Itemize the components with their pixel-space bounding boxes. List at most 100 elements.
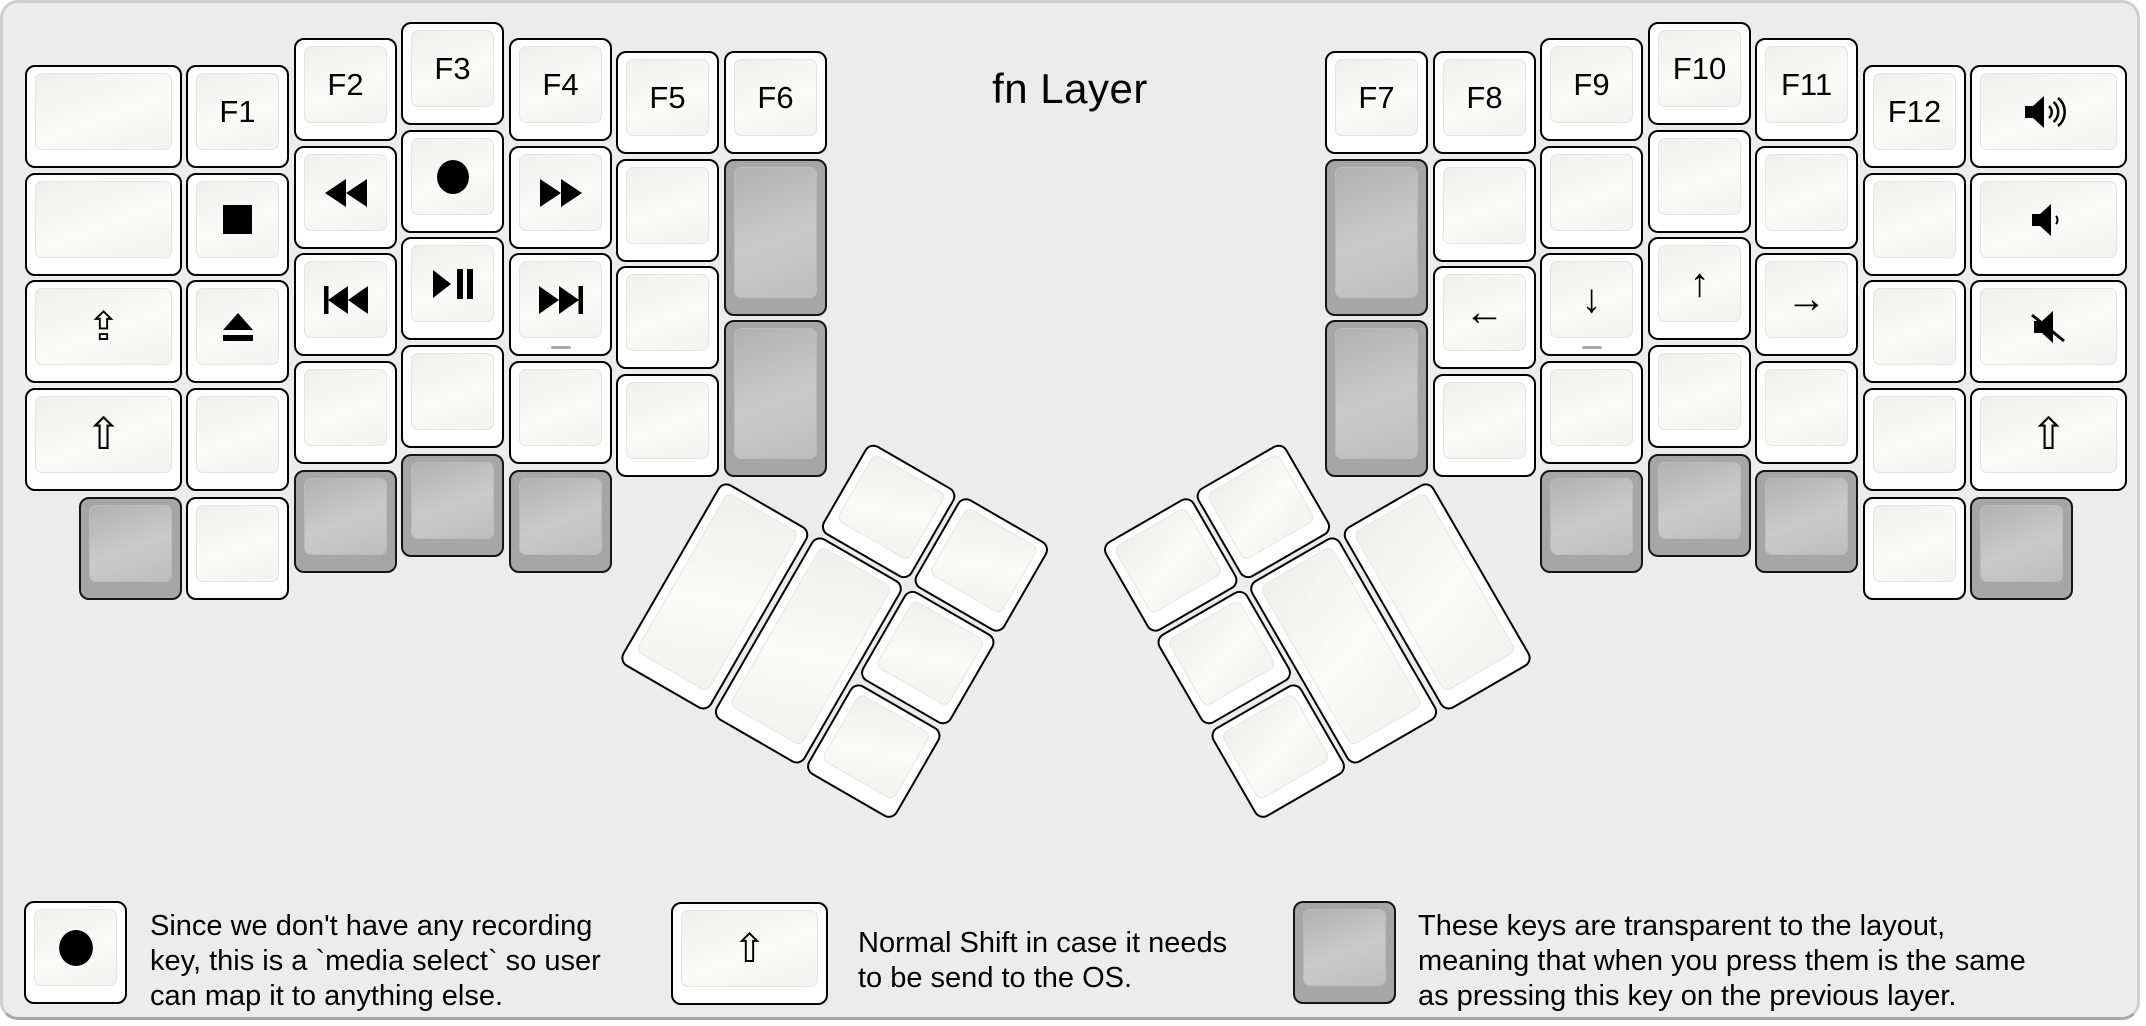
key-previous-track[interactable] — [294, 253, 397, 356]
key-blank[interactable] — [294, 361, 397, 464]
key-blank[interactable] — [1540, 146, 1643, 249]
play-pause-icon — [432, 268, 473, 299]
key-blank[interactable] — [1755, 146, 1858, 249]
key-blank[interactable] — [1648, 345, 1751, 448]
key-transparent[interactable] — [1325, 320, 1428, 477]
key-blank[interactable] — [186, 497, 289, 600]
key-f8[interactable]: F8 — [1433, 51, 1536, 154]
key-blank[interactable] — [616, 159, 719, 262]
key-arrow-left[interactable]: ← — [1433, 266, 1536, 369]
key-blank[interactable] — [1863, 388, 1966, 491]
key-f9[interactable]: F9 — [1540, 38, 1643, 141]
key-label: F7 — [1358, 79, 1395, 115]
key-transparent[interactable] — [509, 470, 612, 573]
key-f11[interactable]: F11 — [1755, 38, 1858, 141]
legend-text-line: meaning that when you press them is the … — [1418, 945, 2026, 977]
key-blank[interactable] — [1433, 374, 1536, 477]
fast-forward-icon — [539, 178, 582, 207]
key-volume-up[interactable] — [1970, 65, 2127, 168]
key-blank[interactable] — [1540, 361, 1643, 464]
key-transparent[interactable] — [1540, 470, 1643, 573]
key-blank[interactable] — [1648, 130, 1751, 233]
key-rewind[interactable] — [294, 146, 397, 249]
key-play-pause[interactable] — [401, 237, 504, 340]
key-f10[interactable]: F10 — [1648, 22, 1751, 125]
record-icon — [436, 159, 469, 194]
key-label: F9 — [1573, 66, 1610, 102]
key-f12[interactable]: F12 — [1863, 65, 1966, 168]
key-transparent[interactable] — [1970, 497, 2073, 600]
key-transparent[interactable] — [294, 470, 397, 573]
key-transparent[interactable] — [1755, 470, 1858, 573]
key-blank[interactable] — [1755, 361, 1858, 464]
stop-icon — [223, 205, 252, 234]
legend-text-line: key, this is a `media select` so user — [150, 945, 601, 977]
legend-shift-text: Normal Shift in case it needs to be send… — [858, 926, 1227, 996]
key-caps-lock[interactable]: ⇪ — [25, 280, 182, 383]
key-transparent[interactable] — [1325, 159, 1428, 316]
key-transparent[interactable] — [401, 454, 504, 557]
left-arrow-icon: ← — [1464, 290, 1505, 334]
key-eject[interactable] — [186, 280, 289, 383]
key-f1[interactable]: F1 — [186, 65, 289, 168]
previous-track-icon — [323, 285, 368, 314]
key-label: F6 — [757, 79, 794, 115]
key-label: F5 — [649, 79, 686, 115]
key-transparent[interactable] — [724, 159, 827, 316]
rewind-icon — [324, 178, 367, 207]
key-blank[interactable] — [25, 65, 182, 168]
key-blank[interactable] — [186, 388, 289, 491]
key-mute[interactable] — [1970, 280, 2127, 383]
key-label: F10 — [1672, 50, 1727, 86]
up-arrow-icon: ↑ — [1689, 261, 1710, 305]
key-blank[interactable] — [1863, 280, 1966, 383]
key-volume-down[interactable] — [1970, 173, 2127, 276]
eject-icon — [222, 312, 253, 341]
key-blank[interactable] — [401, 345, 504, 448]
key-fast-forward[interactable] — [509, 146, 612, 249]
legend-text-line: These keys are transparent to the layout… — [1418, 910, 1946, 942]
key-blank[interactable] — [1863, 173, 1966, 276]
key-blank[interactable] — [1433, 159, 1536, 262]
key-label: F1 — [219, 93, 256, 129]
key-label: F11 — [1780, 66, 1833, 102]
key-shift-left[interactable]: ⇧ — [25, 388, 182, 491]
key-transparent[interactable] — [724, 320, 827, 477]
key-f2[interactable]: F2 — [294, 38, 397, 141]
caps-lock-icon: ⇪ — [86, 303, 121, 350]
key-f3[interactable]: F3 — [401, 22, 504, 125]
legend-text-line: Since we don't have any recording — [150, 910, 593, 942]
legend-record-text: Since we don't have any recording key, t… — [150, 909, 601, 1014]
key-shift-right[interactable]: ⇧ — [1970, 388, 2127, 491]
key-arrow-right[interactable]: → — [1755, 253, 1858, 356]
key-arrow-up[interactable]: ↑ — [1648, 237, 1751, 340]
key-f4[interactable]: F4 — [509, 38, 612, 141]
legend-shift-key: ⇧ — [671, 902, 828, 1005]
homing-bar — [550, 346, 571, 349]
key-record[interactable] — [401, 130, 504, 233]
next-track-icon — [538, 285, 583, 314]
key-label: F2 — [327, 66, 364, 102]
key-blank[interactable] — [616, 374, 719, 477]
key-arrow-down[interactable]: ↓ — [1540, 253, 1643, 356]
key-f6[interactable]: F6 — [724, 51, 827, 154]
key-transparent[interactable] — [79, 497, 182, 600]
key-blank[interactable] — [616, 266, 719, 369]
key-blank[interactable] — [1863, 497, 1966, 600]
volume-up-icon — [2024, 95, 2066, 128]
key-transparent[interactable] — [1648, 454, 1751, 557]
mute-icon — [2030, 310, 2065, 343]
key-label: F4 — [542, 66, 579, 102]
key-next-track[interactable] — [509, 253, 612, 356]
key-blank[interactable] — [509, 361, 612, 464]
key-f7[interactable]: F7 — [1325, 51, 1428, 154]
key-blank[interactable] — [25, 173, 182, 276]
shift-icon: ⇧ — [85, 408, 122, 460]
key-stop[interactable] — [186, 173, 289, 276]
legend-transparent-text: These keys are transparent to the layout… — [1418, 909, 2026, 1014]
shift-icon: ⇧ — [732, 925, 767, 972]
legend-record-key — [24, 901, 127, 1004]
record-icon — [58, 929, 93, 966]
key-f5[interactable]: F5 — [616, 51, 719, 154]
key-label: F3 — [434, 50, 471, 86]
